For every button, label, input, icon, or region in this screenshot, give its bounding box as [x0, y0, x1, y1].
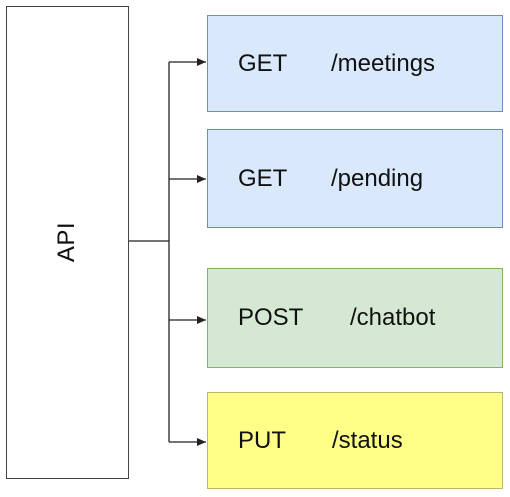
endpoint-path: /meetings: [331, 49, 436, 77]
endpoint-method: PUT: [238, 426, 286, 454]
endpoint-method: GET: [238, 49, 288, 77]
endpoint-path: /status: [332, 426, 403, 454]
endpoint-put-status: PUT /status: [207, 392, 503, 489]
endpoint-path: /pending: [331, 164, 424, 192]
endpoint-get-meetings: GET /meetings: [207, 15, 503, 112]
endpoint-get-pending: GET /pending: [207, 129, 503, 228]
endpoint-path: /chatbot: [350, 304, 436, 331]
endpoint-post-chatbot: POST /chatbot: [207, 268, 503, 368]
endpoint-method: GET: [238, 164, 288, 192]
endpoint-method: POST: [238, 304, 304, 331]
api-box: [6, 6, 129, 479]
